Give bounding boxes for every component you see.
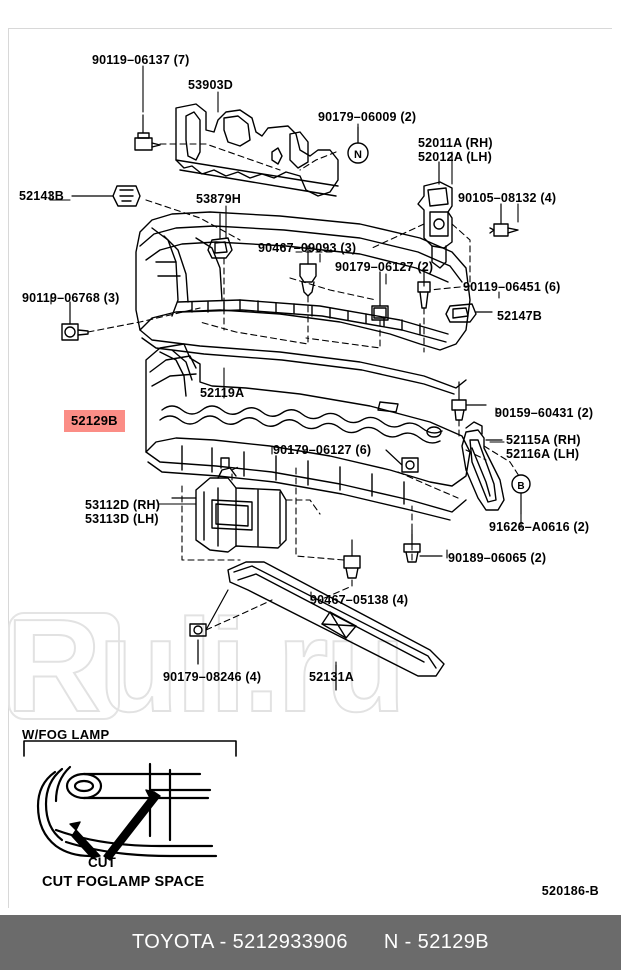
diagram-reference-code: 520186-B (541, 884, 599, 898)
part-label-53113D-lh[interactable]: 53113D (LH) (85, 512, 159, 526)
part-label-90179-06127-2[interactable]: 90179–06127 (2) (335, 260, 434, 274)
caption-cut-foglamp-space: CUT FOGLAMP SPACE (42, 874, 205, 890)
watermark-badge-icon (8, 612, 120, 720)
footer-bar: TOYOTA - 5212933906 N - 52129B (0, 915, 621, 970)
part-label-90105-08132[interactable]: 90105–08132 (4) (458, 191, 557, 205)
part-label-53879H[interactable]: 53879H (196, 192, 241, 206)
part-label-90179-08246[interactable]: 90179–08246 (4) (163, 670, 262, 684)
caption-cut: CUT (88, 855, 116, 870)
part-label-52119A[interactable]: 52119A (200, 386, 245, 400)
part-label-53903D[interactable]: 53903D (188, 78, 233, 92)
part-label-90119-06137[interactable]: 90119–06137 (7) (92, 53, 190, 67)
part-label-90119-06768[interactable]: 90119–06768 (3) (22, 291, 120, 305)
part-label-90159-60431[interactable]: 90159–60431 (2) (495, 406, 594, 420)
caption-with-fog-lamp: W/FOG LAMP (22, 727, 110, 742)
footer-node-part-number: N - 52129B (383, 931, 490, 953)
footer-brand-part-number: TOYOTA - 5212933906 (131, 931, 348, 953)
svg-text:N: N (354, 149, 362, 161)
part-label-52131A[interactable]: 52131A (309, 670, 354, 684)
part-label-91626-A0616[interactable]: 91626–A0616 (2) (489, 520, 590, 534)
part-label-90467-05138[interactable]: 90467–05138 (4) (310, 593, 409, 607)
page-border-top (8, 28, 612, 29)
part-label-90119-06451[interactable]: 90119–06451 (6) (463, 280, 561, 294)
part-label-52129B-highlighted[interactable]: 52129B (64, 410, 125, 432)
part-label-90467-09093[interactable]: 90467–09093 (3) (258, 241, 357, 255)
part-label-52011A-rh[interactable]: 52011A (RH) (418, 136, 493, 150)
part-label-53112D-rh[interactable]: 53112D (RH) (85, 498, 161, 512)
part-label-52147B[interactable]: 52147B (497, 309, 542, 323)
part-label-90179-06127-6[interactable]: 90179–06127 (6) (273, 443, 372, 457)
part-label-90189-06065[interactable]: 90189–06065 (2) (448, 551, 547, 565)
part-label-52115A-rh[interactable]: 52115A (RH) (506, 433, 581, 447)
svg-text:B: B (517, 481, 524, 492)
part-label-52143B[interactable]: 52143B (19, 189, 64, 203)
part-label-90179-06009[interactable]: 90179–06009 (2) (318, 110, 417, 124)
part-label-52012A-lh[interactable]: 52012A (LH) (418, 150, 492, 164)
page-border-left (8, 28, 9, 908)
part-label-52116A-lh[interactable]: 52116A (LH) (506, 447, 580, 461)
